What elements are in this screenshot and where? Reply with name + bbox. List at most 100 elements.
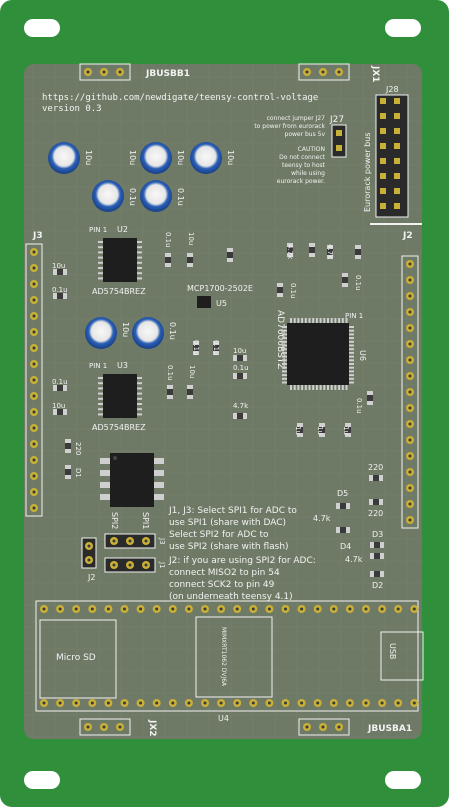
adc-pin	[282, 363, 287, 365]
j2-pin	[406, 500, 414, 508]
svg-text:0.1u: 0.1u	[233, 364, 249, 372]
teensy-pin	[329, 605, 338, 613]
teensy-pin	[184, 605, 193, 613]
svg-text:1u: 1u	[294, 426, 302, 435]
j3-pin	[30, 408, 38, 416]
dac-pin	[98, 382, 103, 385]
teensy-pin	[136, 699, 145, 707]
teensy-pin	[136, 605, 145, 613]
cap-electrolytic-2	[140, 142, 172, 174]
smd-part	[277, 283, 283, 297]
teensy-pin	[40, 605, 48, 613]
teensy-pin	[56, 605, 65, 613]
j2-pin	[406, 356, 414, 364]
j3-pin	[30, 392, 38, 400]
svg-text:4.7k: 4.7k	[326, 244, 334, 260]
svg-text:USB: USB	[388, 643, 397, 659]
adc-pin	[282, 374, 287, 377]
dac-pin	[98, 408, 103, 411]
adc-pin	[330, 385, 333, 390]
flash-pin	[154, 470, 164, 476]
mount-slot-br	[385, 771, 421, 789]
dac-pin	[137, 272, 142, 275]
svg-text:0.1u: 0.1u	[289, 283, 297, 299]
jumper-pin	[142, 537, 150, 545]
adc-pin	[282, 348, 287, 351]
smd-part	[342, 273, 348, 287]
j2-pin	[406, 260, 414, 268]
jumper-pin	[126, 561, 134, 569]
adc-pin	[282, 355, 287, 358]
adc-pin	[341, 318, 344, 323]
dac-pin	[98, 413, 103, 416]
j2-pin	[406, 388, 414, 396]
j28-pin	[380, 98, 386, 104]
smd-part	[370, 553, 384, 559]
svg-text:J1: J1	[158, 561, 166, 569]
svg-text:JX2: JX2	[147, 719, 157, 737]
j2-pin	[406, 404, 414, 412]
dac-pin	[137, 377, 142, 379]
chip-u3: PIN 1 U3 AD5754BREZ	[89, 361, 146, 432]
svg-text:4.7k: 4.7k	[233, 402, 249, 410]
teensy-pin	[394, 699, 403, 707]
mount-slot-bl	[24, 771, 60, 789]
svg-text:JBUSBA1: JBUSBA1	[367, 724, 412, 734]
dac-pin	[137, 392, 142, 395]
svg-text:J3: J3	[32, 231, 43, 241]
j3-pin	[30, 328, 38, 336]
svg-text:D5: D5	[337, 489, 348, 498]
header-jbusbb1: JBUSBB1	[79, 63, 190, 81]
adc-pin	[349, 359, 354, 362]
adc-pin	[282, 326, 287, 328]
flash-pin	[100, 470, 110, 476]
svg-text:10u: 10u	[188, 365, 196, 378]
adc-pin	[349, 344, 354, 347]
label-j27: J27	[329, 115, 344, 125]
j3-pin	[30, 504, 38, 512]
adc-pin	[290, 385, 292, 390]
smd-part	[213, 341, 219, 355]
teensy-pin	[281, 699, 290, 707]
mount-slot-tr	[385, 19, 421, 37]
svg-text:D3: D3	[372, 530, 383, 539]
j28-pin	[394, 173, 400, 179]
svg-text:connect jumper J27: connect jumper J27	[267, 115, 326, 122]
adc-pin	[319, 385, 322, 390]
teensy-pin	[345, 605, 354, 613]
adc-pin	[282, 344, 287, 347]
dac-pin	[98, 277, 103, 280]
adc-pin	[334, 385, 337, 390]
teensy-pin	[345, 699, 354, 707]
j3-pin	[30, 472, 38, 480]
adc-pin	[297, 385, 300, 390]
flash-pin	[100, 482, 110, 488]
svg-text:U6: U6	[358, 350, 367, 361]
teensy-pin	[152, 699, 161, 707]
svg-text:10u: 10u	[176, 150, 185, 165]
adc-pin	[293, 318, 296, 323]
mount-slot-tl	[24, 19, 60, 37]
dac-pin	[137, 241, 142, 243]
j28-pin	[380, 203, 386, 209]
jumper-pin	[126, 537, 134, 545]
adc-pin	[334, 318, 337, 323]
j2-pin	[406, 372, 414, 380]
header-j27: J27	[329, 115, 347, 158]
header-jbusba1: JBUSBA1	[298, 718, 412, 736]
adc-pin	[301, 318, 304, 323]
j2-pin	[406, 452, 414, 460]
teensy-pin	[313, 605, 322, 613]
j3-pin	[30, 424, 38, 432]
dac-pin	[137, 246, 142, 249]
teensy-pin	[233, 699, 242, 707]
j3-pin	[30, 488, 38, 496]
jumper-pin	[85, 542, 93, 550]
dac-pin	[98, 251, 103, 254]
svg-text:0.1u: 0.1u	[176, 188, 185, 206]
svg-text:AD5754BREZ: AD5754BREZ	[92, 423, 146, 432]
smd-part	[327, 245, 333, 259]
header-j3: J3	[25, 231, 43, 517]
svg-text:teensy to host: teensy to host	[282, 162, 326, 169]
svg-text:220: 220	[368, 509, 383, 518]
